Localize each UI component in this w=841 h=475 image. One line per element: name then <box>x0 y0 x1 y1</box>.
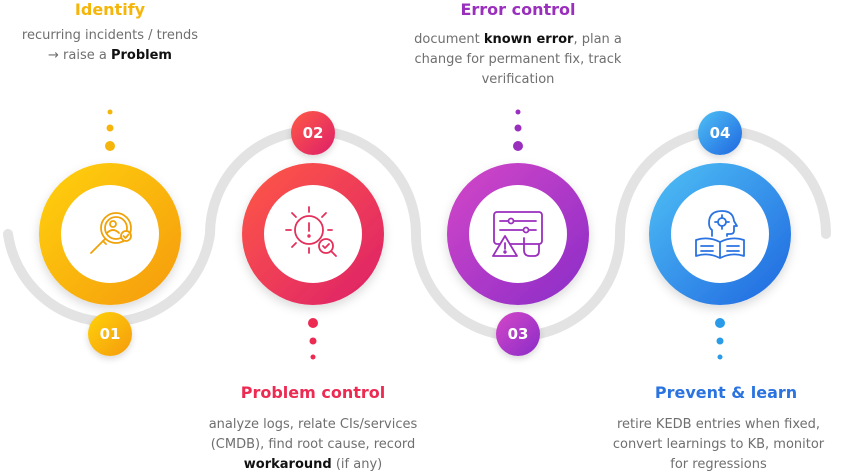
step-3-desc-line-2: change for permanent fix, track <box>414 52 622 67</box>
step-3-desc-emphasis: known error <box>483 32 574 47</box>
step-3-desc-line-3: verification <box>481 72 555 87</box>
step-2-desc-line-2: (CMDB), find root cause, record <box>210 437 416 452</box>
step-2-desc-line-1: analyze logs, relate CIs/services <box>208 417 418 432</box>
step-3-ring <box>447 163 589 305</box>
step-4-desc-line-3: for regressions <box>670 457 767 472</box>
step-4-number-badge: 04 <box>698 111 742 155</box>
step-1-desc-line-1: recurring incidents / trends <box>21 28 199 43</box>
step-1-description: recurring incidents / trends → raise a P… <box>0 26 220 66</box>
step-3-desc-prefix: document <box>414 32 484 47</box>
step-2-number-badge: 02 <box>291 111 335 155</box>
step-4-description: retire KEDB entries when fixed, convert … <box>596 415 841 475</box>
connector-dots <box>105 109 725 360</box>
step-4-desc-line-1: retire KEDB entries when fixed, <box>616 417 821 432</box>
step-2-desc-emphasis: workaround <box>243 457 332 472</box>
step-3-title: Error control <box>460 0 576 19</box>
magnifier-user-icon <box>90 212 132 254</box>
book-head-gear-icon <box>695 210 745 259</box>
step-1-title: Identify <box>74 0 146 19</box>
step-1-desc-line-2: → raise a <box>48 48 111 63</box>
step-1-ring <box>39 163 181 305</box>
step-3-desc-suffix: , plan a <box>573 32 622 47</box>
step-1-number-badge: 01 <box>88 312 132 356</box>
step-4-desc-line-2: convert learnings to KB, monitor <box>612 437 825 452</box>
step-2-title: Problem control <box>240 383 386 402</box>
step-3-description: document known error, plan a change for … <box>388 30 648 90</box>
step-4-ring <box>649 163 791 305</box>
warning-panel-icon <box>492 211 543 257</box>
step-3-number-badge: 03 <box>496 312 540 356</box>
step-2-ring <box>242 163 384 305</box>
step-1-desc-emphasis: Problem <box>110 48 172 63</box>
step-2-desc-suffix: (if any) <box>331 457 383 472</box>
step-4-title: Prevent & learn <box>654 383 798 402</box>
step-2-description: analyze logs, relate CIs/services (CMDB)… <box>183 415 443 475</box>
gear-alert-icon <box>285 206 337 257</box>
